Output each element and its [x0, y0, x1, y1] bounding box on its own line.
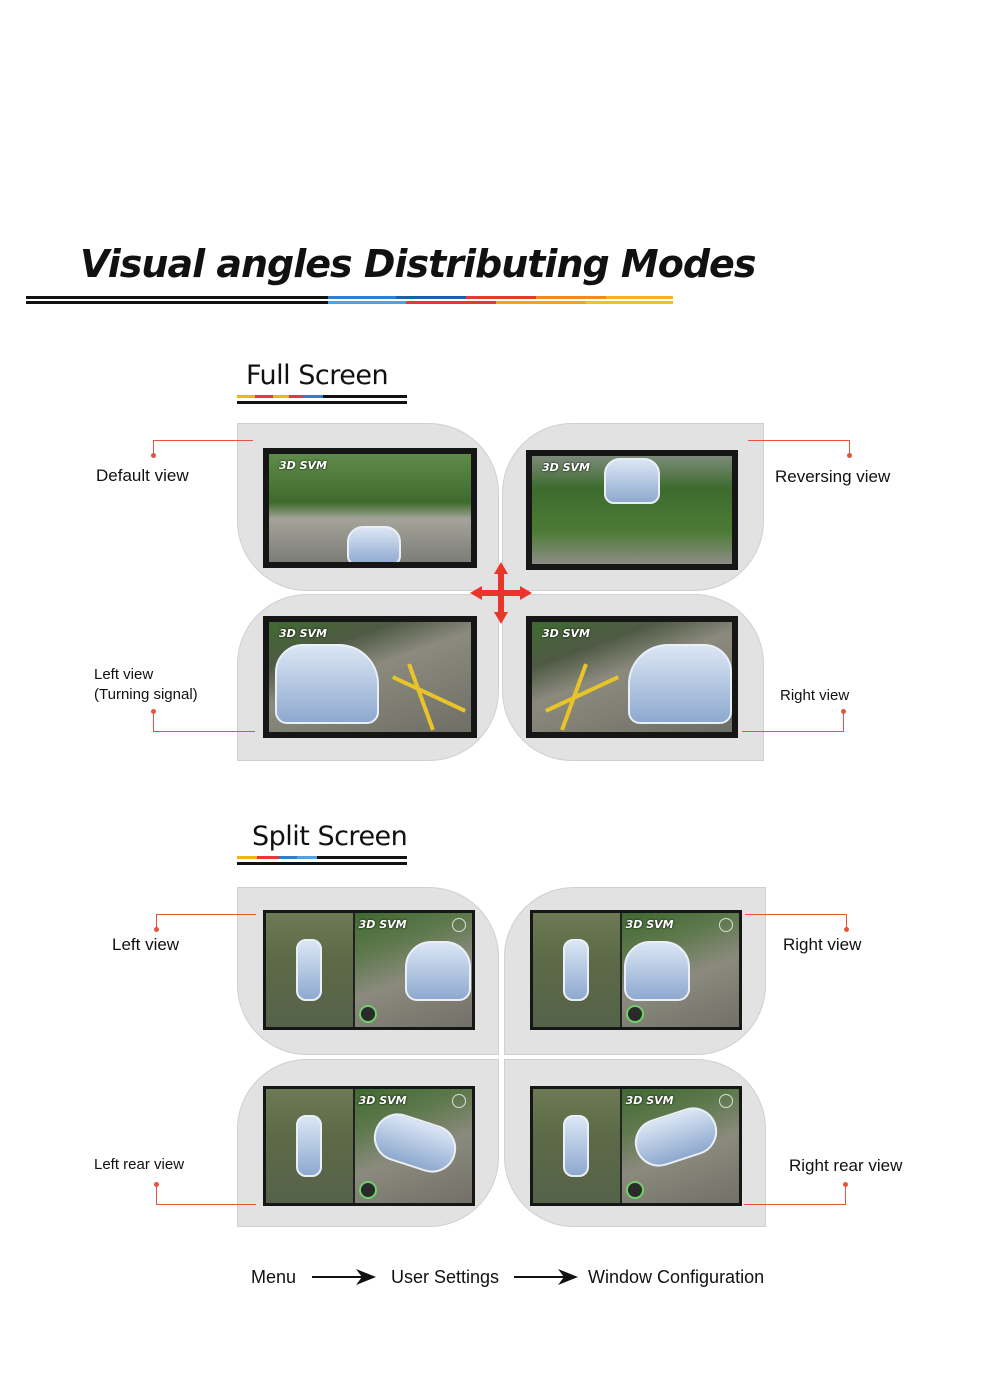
title-underline [26, 296, 673, 299]
label-turning-signal: (Turning signal) [94, 686, 198, 703]
badge-3d-svm: 3D SVM [542, 627, 590, 640]
label-split-right-rear-view: Right rear view [789, 1156, 903, 1175]
screen-split-left-view: 3D SVM [263, 910, 475, 1030]
badge-3d-svm: 3D SVM [279, 459, 327, 472]
title-underline-accent [26, 301, 673, 304]
menu-path-window-configuration: Window Configuration [588, 1267, 765, 1287]
badge-3d-svm: 3D SVM [542, 461, 590, 474]
camera-icon [625, 1181, 644, 1199]
right-arrow-icon [312, 1269, 376, 1285]
screen-reversing-view: 3D SVM [526, 450, 738, 570]
menu-path-menu: Menu [251, 1267, 297, 1287]
car-image [275, 644, 379, 724]
camera-icon [358, 1005, 377, 1023]
section-title-split-screen: Split Screen [252, 821, 408, 852]
section-rule-dark [237, 401, 407, 404]
label-left-view: Left view [94, 666, 154, 683]
screen-default-view: 3D SVM [263, 448, 477, 568]
side-view-thumbnail: 3D SVM [354, 913, 472, 1027]
screen-left-view: 3D SVM [263, 616, 477, 738]
settings-icon [719, 1094, 733, 1108]
screen-split-right-view: 3D SVM [530, 910, 742, 1030]
label-split-right-view: Right view [783, 935, 862, 954]
screen-split-left-rear-view: 3D SVM [263, 1086, 475, 1206]
section-rule-dark [237, 862, 407, 865]
label-split-left-rear-view: Left rear view [94, 1156, 185, 1173]
four-way-arrow-icon [470, 562, 532, 624]
section-title-full-screen: Full Screen [246, 360, 389, 391]
section-rule [237, 395, 407, 398]
camera-icon [358, 1181, 377, 1199]
settings-icon [719, 918, 733, 932]
car-image [604, 458, 660, 504]
label-split-left-view: Left view [112, 935, 180, 954]
screen-right-view: 3D SVM [526, 616, 738, 738]
label-right-view: Right view [780, 687, 850, 704]
side-view-thumbnail: 3D SVM [354, 1089, 472, 1203]
side-view-thumbnail: 3D SVM [621, 913, 739, 1027]
side-view-thumbnail: 3D SVM [621, 1089, 739, 1203]
menu-path-user-settings: User Settings [391, 1267, 500, 1287]
section-rule [237, 856, 407, 859]
badge-3d-svm: 3D SVM [279, 627, 327, 640]
car-image [347, 526, 401, 562]
car-image [628, 644, 732, 724]
label-reversing-view: Reversing view [775, 467, 891, 486]
top-view-thumbnail [533, 1089, 622, 1203]
top-view-thumbnail [266, 913, 355, 1027]
settings-icon [452, 1094, 466, 1108]
right-arrow-icon [514, 1269, 578, 1285]
page-title: Visual angles Distributing Modes [80, 242, 756, 286]
top-view-thumbnail [533, 913, 622, 1027]
camera-icon [625, 1005, 644, 1023]
top-view-thumbnail [266, 1089, 355, 1203]
label-default-view: Default view [96, 466, 189, 485]
settings-icon [452, 918, 466, 932]
screen-split-right-rear-view: 3D SVM [530, 1086, 742, 1206]
